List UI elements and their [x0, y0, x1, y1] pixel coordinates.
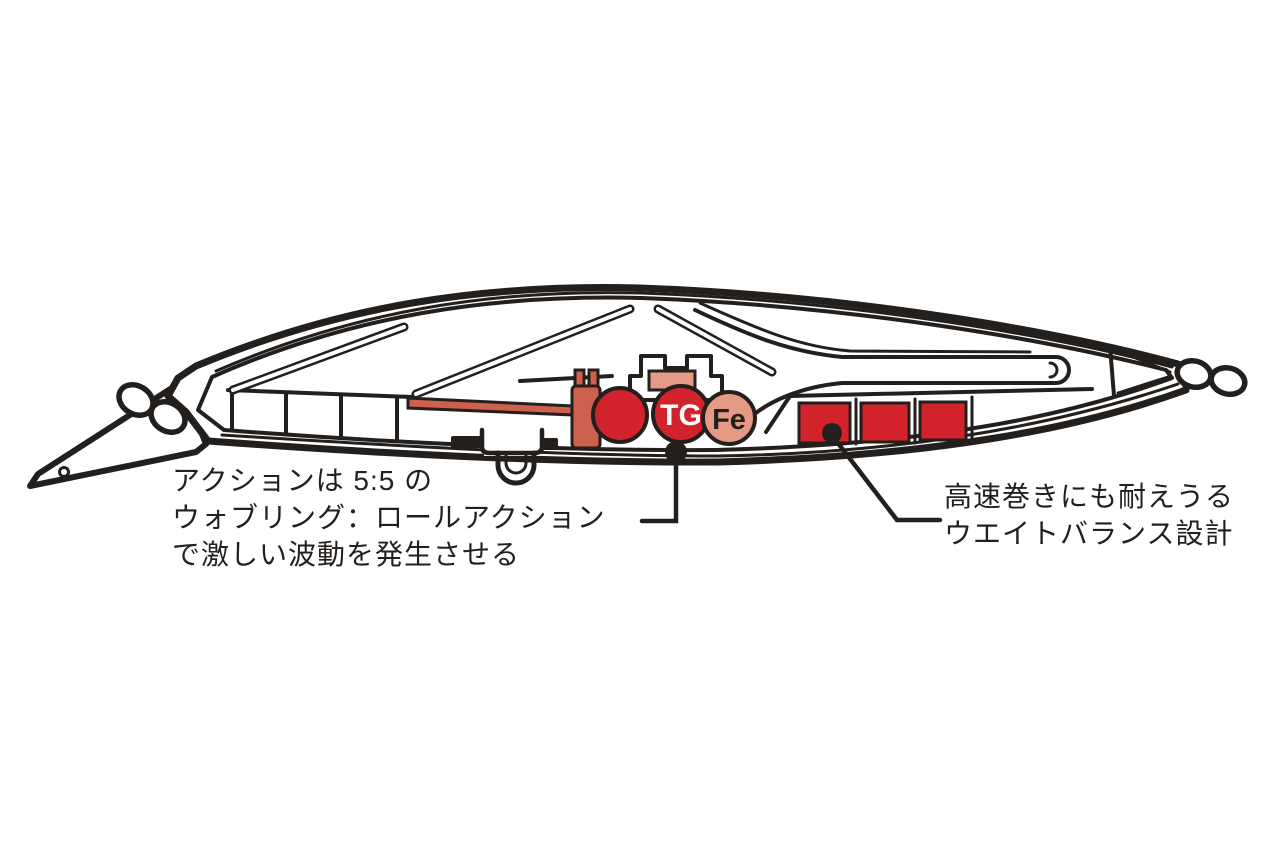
- strut-mid-left-core: [414, 307, 632, 396]
- front-line-tie: [116, 382, 188, 435]
- hanger-loop-outer: [495, 450, 537, 486]
- fixed-weight-block: [918, 400, 968, 442]
- leader-line-weight: [831, 435, 943, 523]
- tail-diagonal: [1114, 348, 1172, 374]
- tail-rib: [1108, 344, 1116, 398]
- weight-transfer-tube: [693, 301, 1071, 422]
- front-eye-loop: [116, 382, 156, 418]
- leader-lines: [639, 423, 943, 524]
- tungsten-label: TG: [660, 399, 702, 432]
- head-rib-cells: [226, 388, 414, 441]
- annotation-weight-line2: ウエイトバランス設計: [944, 518, 1234, 549]
- strut-mid-right-core: [656, 307, 774, 374]
- annotation-weight-line1: 高速巻きにも耐えうる: [944, 481, 1235, 512]
- iron-label: Fe: [712, 404, 746, 436]
- tail-braces: [1108, 344, 1172, 398]
- internal-struts: [228, 304, 777, 399]
- tail-diagonal: [1116, 375, 1170, 395]
- tube-wall: [693, 308, 1071, 422]
- head-shelf-line: [226, 388, 414, 399]
- annotation-action: アクションは 5:5 の ウォブリング：ロールアクション で激しい波動を発生させ…: [172, 462, 606, 573]
- leader-line-action: [639, 452, 679, 524]
- annotation-action-line2: ウォブリング：ロールアクション: [172, 502, 606, 533]
- strut-head-core: [231, 325, 406, 392]
- tube-upper-line: [698, 301, 1032, 354]
- belly-wall-line: [220, 382, 1180, 458]
- leader-dot-weight: [822, 423, 842, 443]
- moving-weight-cluster: TG Fe: [406, 354, 757, 450]
- weight-ball-iron: [701, 390, 757, 446]
- annotation-action-line3: で激しい波動を発生させる: [172, 539, 521, 570]
- tail-line-eye: [1174, 357, 1248, 398]
- hanger-mount: [479, 427, 545, 456]
- belly-hook-hanger: [451, 427, 558, 486]
- fixed-weight-block: [859, 401, 911, 444]
- back-wall-line: [214, 291, 1174, 373]
- annotation-action-line1: アクションは 5:5 の: [172, 465, 434, 496]
- tube-end-cap: [1048, 361, 1059, 379]
- hanger-loop-inner: [504, 451, 528, 475]
- tail-eye-loop: [1208, 364, 1248, 398]
- lip-hole: [58, 466, 70, 478]
- weight-ball-red: [591, 386, 649, 444]
- leader-dot-action: [665, 441, 687, 463]
- annotation-weight-balance: 高速巻きにも耐えうる ウエイトバランス設計: [944, 478, 1234, 552]
- weight-room-frame: [764, 387, 1094, 434]
- hanger-pad: [451, 436, 487, 448]
